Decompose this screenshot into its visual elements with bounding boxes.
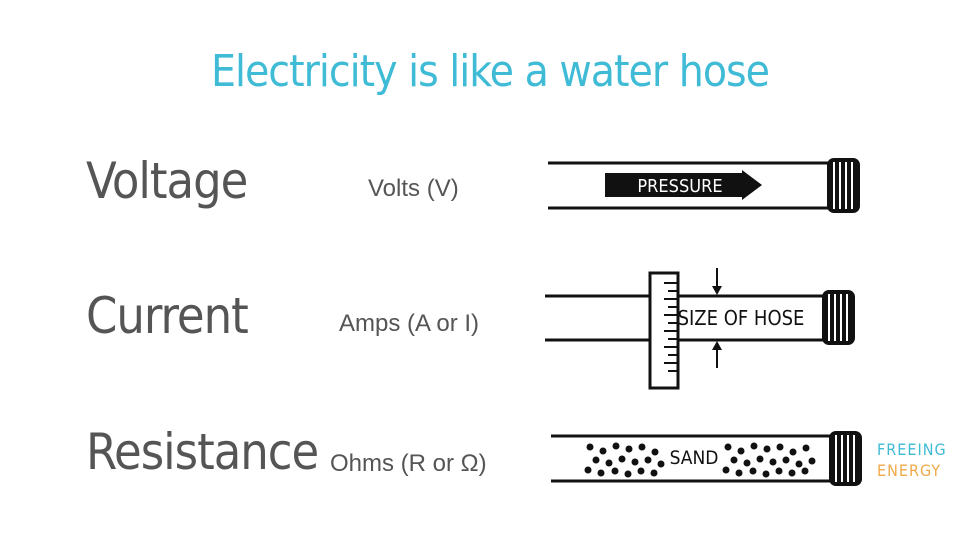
sand-label: SAND (670, 447, 719, 469)
hose-coupling-resistance (829, 431, 862, 486)
hose-coupling-current (822, 290, 855, 345)
brand-energy: ENERGY (877, 461, 942, 480)
hose-current: SIZE OF HOSE (545, 268, 855, 390)
term-voltage: Voltage (86, 152, 248, 210)
slide-title: Electricity is like a water hose (210, 46, 770, 97)
arrow-down-icon (712, 268, 722, 295)
unit-resistance: Ohms (R or Ω) (330, 450, 487, 477)
unit-current: Amps (A or I) (339, 310, 480, 337)
unit-voltage: Volts (V) (368, 175, 459, 202)
term-current: Current (86, 287, 249, 345)
size-of-hose-label: SIZE OF HOSE (678, 306, 805, 330)
hose-voltage: PRESSURE (548, 158, 860, 213)
sand-particles-right (722, 442, 816, 478)
arrow-up-icon (712, 341, 722, 368)
hose-resistance: SAND (551, 431, 862, 486)
pressure-label: PRESSURE (637, 176, 722, 197)
term-resistance: Resistance (86, 423, 319, 481)
hose-coupling-voltage (827, 158, 860, 213)
pressure-arrow (605, 170, 762, 200)
brand-freeing: FREEING (877, 440, 947, 459)
sand-particles-left (584, 442, 665, 478)
ruler (648, 271, 680, 390)
